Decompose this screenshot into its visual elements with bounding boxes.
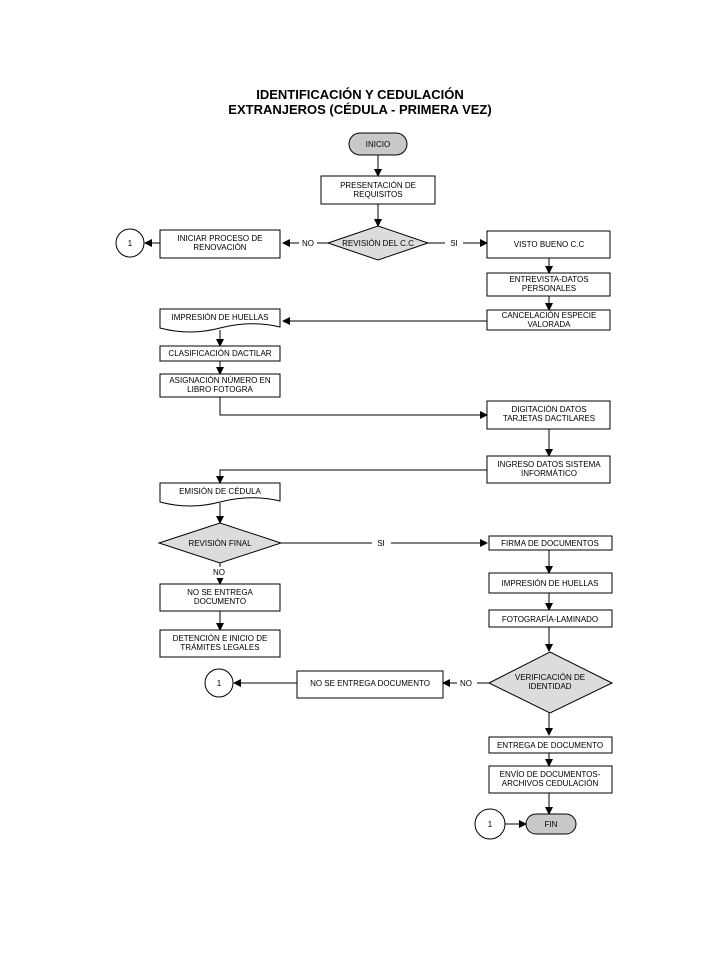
edge-asignacion-digitacion: [219, 397, 488, 419]
edge-label-verificacion-no: NO: [460, 679, 472, 688]
process-iniciar-proceso-renovacion: INICIAR PROCESO DE RENOVACIÓN: [159, 229, 281, 259]
connector-1-middle: 1: [204, 668, 234, 698]
svg-text:FIRMA DE DOCUMENTOS: FIRMA DE DOCUMENTOS: [501, 539, 599, 548]
process-detencion: DETENCIÓN E INICIO DE TRÁMITES LEGALES: [159, 629, 281, 658]
svg-text:VALORADA: VALORADA: [528, 320, 572, 329]
svg-text:ENTREVISTA-DATOS: ENTREVISTA-DATOS: [509, 275, 588, 284]
svg-text:ENTREGA DE DOCUMENTO: ENTREGA DE DOCUMENTO: [497, 741, 603, 750]
svg-text:NO SE ENTREGA DOCUMENTO: NO SE ENTREGA DOCUMENTO: [310, 679, 430, 688]
title-line-1: IDENTIFICACIÓN Y CEDULACIÓN: [256, 87, 464, 102]
decision-verificacion-identidad: VERIFICACIÓN DE IDENTIDAD: [487, 651, 614, 714]
svg-text:LIBRO FOTOGRA: LIBRO FOTOGRA: [187, 385, 253, 394]
process-clasificacion-dactilar: CLASIFICACIÓN DACTILAR: [159, 345, 281, 362]
svg-text:IMPRESIÓN DE HUELLAS: IMPRESIÓN DE HUELLAS: [172, 313, 269, 322]
connector-1-top: 1: [115, 228, 145, 258]
svg-text:DIGITACIÓN DATOS: DIGITACIÓN DATOS: [511, 405, 586, 414]
process-impresion-huellas-2: IMPRESIÓN DE HUELLAS: [488, 572, 613, 594]
svg-text:TRÁMITES LEGALES: TRÁMITES LEGALES: [180, 643, 259, 652]
process-envio-documentos: ENVÍO DE DOCUMENTOS- ARCHIVOS CEDULACIÓN: [488, 765, 613, 794]
process-asignacion-numero: ASIGNACIÓN NÚMERO EN LIBRO FOTOGRA: [159, 373, 281, 398]
svg-text:ENVÍO DE DOCUMENTOS-: ENVÍO DE DOCUMENTOS-: [500, 770, 601, 779]
svg-text:FIN: FIN: [545, 820, 558, 829]
edge-label-revision-final-no: NO: [213, 568, 225, 577]
edge-label-revision-cc-no: NO: [302, 239, 314, 248]
svg-text:DOCUMENTO: DOCUMENTO: [194, 597, 246, 606]
svg-text:INFORMÁTICO: INFORMÁTICO: [521, 469, 577, 478]
edge-label-revision-cc-si: SI: [450, 239, 458, 248]
svg-text:INGRESO DATOS SISTEMA: INGRESO DATOS SISTEMA: [497, 460, 601, 469]
document-impresion-huellas-1: IMPRESIÓN DE HUELLAS: [159, 308, 281, 333]
svg-text:REQUISITOS: REQUISITOS: [353, 190, 402, 199]
decision-revision-cc: REVISIÓN DEL C.C: [326, 225, 430, 261]
svg-text:1: 1: [488, 820, 493, 829]
svg-text:ARCHIVOS CEDULACIÓN: ARCHIVOS CEDULACIÓN: [502, 779, 599, 788]
end-terminator: FIN: [525, 813, 577, 835]
edge-ingreso-emision: [216, 469, 487, 484]
process-presentacion-requisitos: PRESENTACIÓN DE REQUISITOS: [320, 175, 436, 205]
title-line-2: EXTRANJEROS (CÉDULA - PRIMERA VEZ): [228, 102, 491, 117]
svg-text:INICIAR PROCESO DE: INICIAR PROCESO DE: [178, 234, 263, 243]
start-terminator: INICIO: [348, 132, 408, 156]
svg-text:INICIO: INICIO: [366, 140, 390, 149]
svg-text:IMPRESIÓN DE HUELLAS: IMPRESIÓN DE HUELLAS: [502, 579, 599, 588]
svg-text:REVISIÓN FINAL: REVISIÓN FINAL: [188, 539, 252, 548]
process-visto-bueno: VISTO BUENO C.C: [486, 230, 611, 259]
svg-text:VISTO BUENO C.C: VISTO BUENO C.C: [514, 240, 585, 249]
svg-text:ASIGNACIÓN NÚMERO EN: ASIGNACIÓN NÚMERO EN: [169, 376, 271, 385]
svg-text:NO SE ENTREGA: NO SE ENTREGA: [187, 588, 253, 597]
process-entrevista-datos: ENTREVISTA-DATOS PERSONALES: [486, 272, 611, 297]
document-emision-cedula: EMISIÓN DE CÉDULA: [159, 482, 281, 507]
process-no-entrega-documento-2: NO SE ENTREGA DOCUMENTO: [296, 670, 444, 699]
process-digitacion-datos: DIGITACIÓN DATOS TARJETAS DACTILARES: [486, 400, 611, 430]
svg-text:PERSONALES: PERSONALES: [522, 284, 576, 293]
edge-labels: NO SI SI NO NO: [209, 237, 477, 689]
svg-text:1: 1: [217, 679, 222, 688]
svg-text:FOTOGRAFÍA-LAMINADO: FOTOGRAFÍA-LAMINADO: [502, 615, 598, 624]
svg-text:DETENCIÓN E INICIO DE: DETENCIÓN E INICIO DE: [173, 634, 268, 643]
process-entrega-documento: ENTREGA DE DOCUMENTO: [488, 736, 613, 754]
svg-text:CANCELACIÓN ESPECIE: CANCELACIÓN ESPECIE: [502, 311, 597, 320]
svg-text:VERIFICACIÓN DE: VERIFICACIÓN DE: [515, 673, 585, 682]
svg-text:TARJETAS DACTILARES: TARJETAS DACTILARES: [503, 414, 595, 423]
process-firma-documentos: FIRMA DE DOCUMENTOS: [488, 535, 613, 551]
edges: [144, 155, 553, 828]
svg-text:CLASIFICACIÓN DACTILAR: CLASIFICACIÓN DACTILAR: [168, 349, 271, 358]
svg-text:EMISIÓN DE CÉDULA: EMISIÓN DE CÉDULA: [179, 487, 261, 496]
svg-text:REVISIÓN DEL C.C: REVISIÓN DEL C.C: [342, 239, 414, 248]
svg-text:IDENTIDAD: IDENTIDAD: [528, 682, 571, 691]
svg-text:PRESENTACIÓN DE: PRESENTACIÓN DE: [340, 181, 416, 190]
process-fotografia-laminado: FOTOGRAFÍA-LAMINADO: [488, 609, 613, 628]
edge-label-revision-final-si: SI: [377, 539, 385, 548]
process-ingreso-datos: INGRESO DATOS SISTEMA INFORMÁTICO: [486, 455, 611, 484]
process-no-entrega-documento-1: NO SE ENTREGA DOCUMENTO: [159, 583, 281, 612]
svg-text:1: 1: [128, 239, 133, 248]
connector-1-bottom: 1: [474, 808, 506, 840]
decision-revision-final: REVISIÓN FINAL: [157, 522, 283, 564]
svg-text:RENOVACIÓN: RENOVACIÓN: [193, 243, 246, 252]
process-cancelacion-especie: CANCELACIÓN ESPECIE VALORADA: [486, 309, 611, 331]
